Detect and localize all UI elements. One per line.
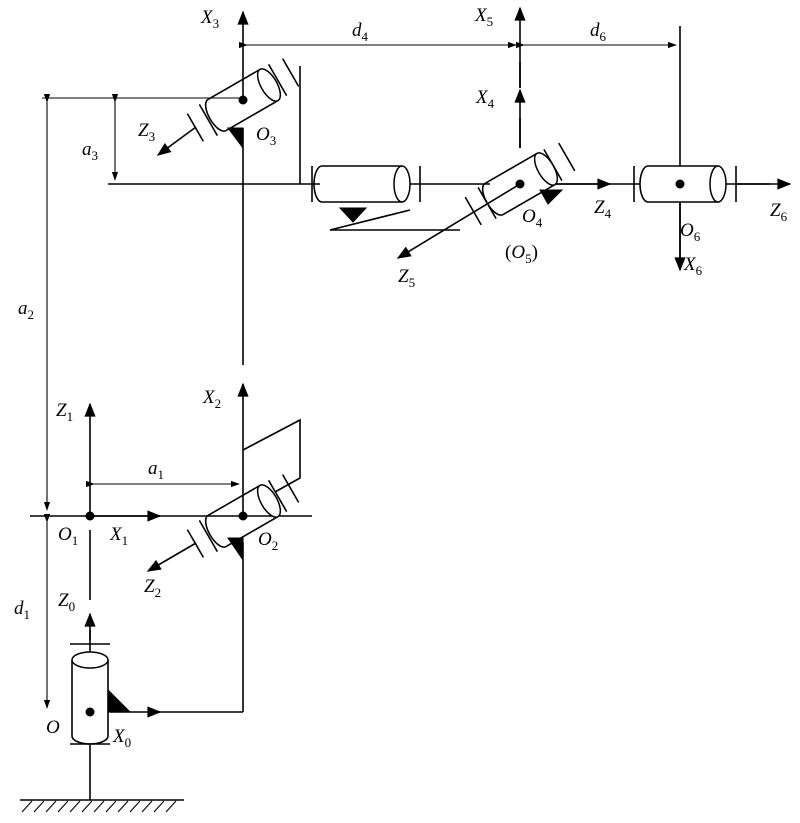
label-z2: Z2 bbox=[144, 576, 161, 600]
joint-4-cylinder bbox=[311, 165, 421, 223]
ground bbox=[20, 799, 184, 813]
joint-3-cylinder bbox=[186, 58, 300, 150]
label-x3: X3 bbox=[200, 7, 219, 31]
label-z3: Z3 bbox=[138, 120, 155, 144]
label-z4: Z4 bbox=[594, 197, 612, 221]
dimension-labels: d1 a1 a2 a3 d4 d6 bbox=[14, 20, 607, 622]
label-x5: X5 bbox=[474, 5, 493, 29]
coordinate-axes bbox=[84, 6, 792, 718]
label-a2: a2 bbox=[18, 298, 34, 322]
label-d6: d6 bbox=[590, 20, 607, 44]
dimension-lines bbox=[42, 41, 677, 709]
joint-1-cylinder bbox=[70, 643, 132, 745]
label-a1: a1 bbox=[148, 458, 164, 482]
label-o: O bbox=[46, 717, 60, 738]
joint-2-cylinder bbox=[186, 474, 300, 562]
label-x0: X0 bbox=[112, 726, 131, 750]
label-z0: Z0 bbox=[58, 590, 75, 614]
label-o6: O6 bbox=[680, 220, 701, 244]
z3-axis bbox=[156, 126, 197, 156]
label-d1: d1 bbox=[14, 598, 30, 622]
label-o4: O4 bbox=[522, 206, 543, 230]
z2-axis bbox=[146, 542, 197, 572]
label-z6: Z6 bbox=[770, 200, 788, 224]
label-x6: X6 bbox=[683, 254, 703, 278]
label-x1: X1 bbox=[109, 524, 128, 548]
label-a3: a3 bbox=[82, 139, 98, 163]
label-z5: Z5 bbox=[398, 266, 415, 290]
label-d4: d4 bbox=[352, 20, 369, 44]
frame-labels: X0 O Z0 O1 X1 Z1 O2 X2 Z2 O3 X3 Z3 O4 (O… bbox=[46, 5, 788, 750]
joint-6-cylinder bbox=[633, 165, 737, 203]
joint-5-cylinder bbox=[464, 142, 576, 226]
z5-axis bbox=[396, 183, 521, 259]
origin-dots bbox=[85, 95, 685, 717]
link-plates bbox=[242, 209, 460, 493]
label-x2: X2 bbox=[202, 387, 221, 411]
label-o1: O1 bbox=[58, 524, 78, 548]
link-lines bbox=[30, 26, 770, 800]
label-z1: Z1 bbox=[56, 400, 73, 424]
label-x4: X4 bbox=[475, 87, 495, 111]
label-o5: (O5) bbox=[505, 242, 538, 266]
label-o3: O3 bbox=[256, 124, 276, 148]
label-o2: O2 bbox=[258, 529, 278, 553]
